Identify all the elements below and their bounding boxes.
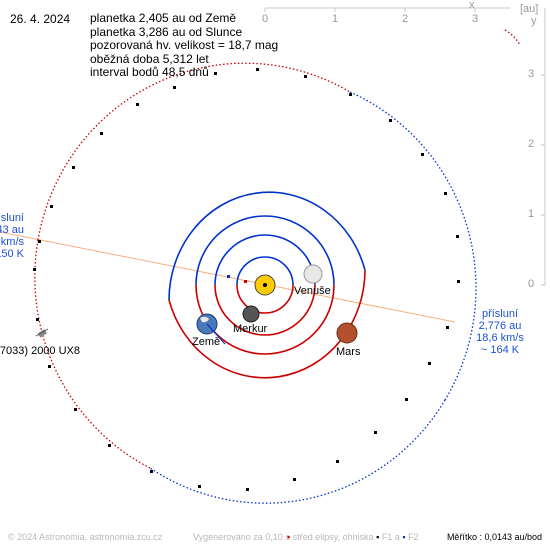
top-tick-3: 3 [472,13,479,25]
legend-f1-label: F1 a [381,532,400,542]
ellipse-center-marker [244,280,247,283]
earth-label: Země [192,336,221,348]
footer-copyright: © 2024 Astronomia, astronomia.zcu.cz [8,532,163,542]
venus-orbit-far [214,234,316,286]
sun-center [263,283,267,287]
asteroid-orbit-far-2 [149,399,446,504]
right-tick-2: 2 [528,138,535,150]
right-tick-0: 0 [528,278,535,290]
aphelion-title: odsluní [0,212,24,224]
asteroid-orbit-near-1 [34,239,151,469]
info-distance-earth: planetka 2,405 au od Země [90,11,237,25]
top-tick-2: 2 [402,13,409,25]
perihelion-title: přísluní [481,308,519,320]
perihelion-temp: ~ 164 K [480,344,520,356]
aphelion-distance: 3,843 au [0,224,24,236]
mars-orbit-far [168,191,366,301]
perihelion-distance: 2,776 au [478,320,522,332]
aphelion-speed: 13,3 km/s [0,236,24,248]
mars [336,322,358,344]
legend-center-label: střed elipsy, ohniska [292,532,374,542]
focus-f2-marker [227,275,230,278]
x-axis-label: x [469,0,475,11]
earth-direction-line [206,323,226,345]
right-tick-3: 3 [528,68,535,80]
asteroid-icon [35,328,49,338]
perihelion-speed: 18,6 km/s [476,332,524,344]
mercury-label: Merkur [233,323,268,335]
unit-label: [au] [520,3,539,15]
legend-f2-label: F2 [408,532,419,542]
footer-generated: Vygenerováno za 0,10 s [193,532,290,542]
earth-clouds [200,316,209,323]
info-distance-sun: planetka 3,286 au od Slunce [90,24,243,39]
top-tick-0: 0 [262,13,269,25]
info-interval: interval bodů 48,5 dnů [90,65,209,80]
aphelion-info: odsluní 3,843 au 13,3 km/s ~ 150 K [0,212,24,260]
right-tick-1: 1 [528,208,535,220]
asteroid-label: (137033) 2000 UX8 [0,345,80,357]
asteroid-orbit-far-1 [349,91,477,401]
scale-label: Měřítko : 0,0143 au/bod [446,532,542,542]
mars-label: Mars [336,346,361,358]
y-axis-label: y [531,15,537,27]
date-label: 26. 4. 2024 [10,12,71,26]
outer-orbit-fragment [504,29,521,46]
aphelion-temp: ~ 150 K [0,248,24,260]
perihelion-info: přísluní 2,776 au 18,6 km/s ~ 164 K [462,308,538,356]
orbit-interval-points [33,68,460,491]
info-panel: planetka 2,405 au od Země planetka 3,286… [90,11,279,80]
mars-orbit-near [168,269,366,379]
info-magnitude: pozorovaná hv. velikost = 18,7 mag [90,38,279,53]
venus [303,264,323,284]
asteroid-orbit-near-2 [37,62,351,241]
earth-orbit-far [195,215,335,286]
top-tick-1: 1 [332,13,339,25]
footer-legend: ▪ střed elipsy, ohniska ▪ F1 a ▪ F2 [287,532,419,542]
venus-orbit-near [214,284,316,336]
mercury [242,305,260,323]
mercury-orbit-far [236,256,294,286]
info-period: oběžná doba 5,312 let [90,51,209,66]
mercury-orbit-near [236,284,294,314]
venus-label: Venuše [294,285,331,297]
